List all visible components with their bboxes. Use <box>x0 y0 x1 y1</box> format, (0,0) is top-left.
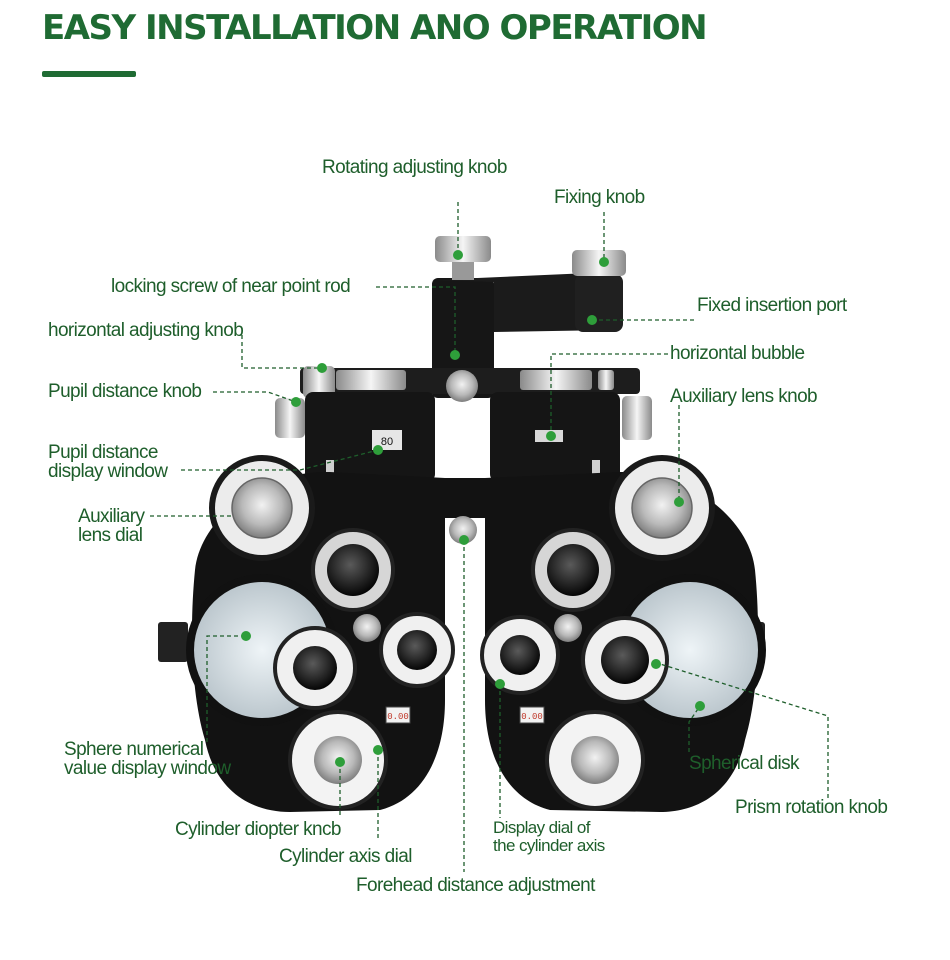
leader-horizontal-knob <box>241 335 322 369</box>
leader-spherical-disk <box>688 705 701 752</box>
label-fixed-insertion-port: Fixed insertion port <box>697 295 847 316</box>
pupil-distance-knob[interactable] <box>275 398 305 438</box>
left-sphere-display-value: 0.00 <box>387 712 409 722</box>
label-horizontal-bubble: horizontal bubble <box>670 343 805 364</box>
center-knob[interactable] <box>446 370 478 402</box>
dot-fixed-port <box>587 315 597 325</box>
dot-cyl-axis-dial <box>373 745 383 755</box>
rotating-knob-stem <box>452 258 474 280</box>
dot-horizontal-bubble <box>546 431 556 441</box>
label-cylinder-axis-dial: Cylinder axis dial <box>279 846 412 867</box>
leader-locking-screw <box>376 286 456 355</box>
label-forehead-distance: Forehead distance adjustment <box>356 875 595 896</box>
right-sphere-display-window <box>519 706 545 724</box>
label-cylinder-axis-display: Display dial of the cylinder axis <box>493 818 605 855</box>
dot-sphere-window <box>241 631 251 641</box>
label-rotating-adjusting-knob: Rotating adjusting knob <box>322 157 507 178</box>
dot-prism-knob <box>651 659 661 669</box>
label-auxiliary-lens-dial: Auxiliary lens dial <box>78 506 145 546</box>
dot-locking-screw <box>450 350 460 360</box>
left-auxiliary-knob[interactable] <box>231 477 293 539</box>
left-small-knob[interactable] <box>353 614 381 642</box>
pupil-distance-window <box>372 430 402 450</box>
marker-dots <box>241 250 705 767</box>
label-cylinder-diopter-knob: Cylinder diopter kncb <box>175 819 341 840</box>
left-prism-lens <box>397 630 437 670</box>
label-prism-rotation-knob: Prism rotation knob <box>735 797 888 818</box>
left-eyepiece-lens <box>327 544 379 596</box>
auxiliary-lens-knob-shaft[interactable] <box>622 396 652 440</box>
right-cap <box>598 370 614 390</box>
right-slide <box>520 370 592 390</box>
left-wing <box>158 622 188 662</box>
leader-sphere-window <box>206 635 246 742</box>
label-sphere-display-window: Sphere numerical value display window <box>64 739 231 779</box>
leader-lines <box>150 202 829 872</box>
phoropter-device: 80 <box>158 236 766 812</box>
leader-prism-knob <box>659 663 829 798</box>
near-point-arm <box>432 272 622 332</box>
left-cylinder-lens <box>293 646 337 690</box>
right-prism-lens <box>601 636 649 684</box>
rotating-adjusting-knob[interactable] <box>435 236 491 262</box>
label-auxiliary-lens-knob: Auxiliary lens knob <box>670 386 818 407</box>
fixing-knob[interactable] <box>572 250 626 276</box>
right-auxiliary-knob[interactable] <box>631 477 693 539</box>
dot-cyl-axis-display <box>495 679 505 689</box>
dot-aux-lens-knob <box>674 497 684 507</box>
right-sphere-display-value: 0.00 <box>521 712 543 722</box>
right-eyepiece-lens <box>547 544 599 596</box>
bridge <box>440 478 490 518</box>
dot-fixing-knob <box>599 257 609 267</box>
right-cylinder-lens <box>500 635 540 675</box>
right-small-knob[interactable] <box>554 614 582 642</box>
dot-rotating-knob <box>453 250 463 260</box>
leader-pd-window <box>181 449 379 471</box>
label-pupil-distance-window: Pupil distance display window <box>48 442 168 482</box>
dot-pupil-knob <box>291 397 301 407</box>
page-title: EASY INSTALLATION ANO OPERATION <box>42 8 708 48</box>
dot-horizontal-knob <box>317 363 327 373</box>
dot-pd-window <box>373 445 383 455</box>
forehead-knob[interactable] <box>449 516 477 544</box>
right-cylinder-diopter-knob[interactable] <box>571 736 619 784</box>
horizontal-adjusting-knob[interactable] <box>303 366 335 398</box>
label-horizontal-adjusting-knob: horizontal adjusting knob <box>48 320 244 341</box>
left-upper-housing <box>305 392 435 482</box>
dot-forehead <box>459 535 469 545</box>
pupil-distance-value: 80 <box>381 436 393 448</box>
label-pupil-distance-knob: Pupil distance knob <box>48 381 202 402</box>
label-locking-screw: locking screw of near point rod <box>111 276 351 297</box>
left-slide <box>336 370 406 390</box>
leader-horizontal-bubble <box>550 353 668 436</box>
title-underline <box>42 71 136 77</box>
left-sphere-display-window <box>385 706 411 724</box>
label-spherical-disk: Spherical disk <box>689 753 799 774</box>
label-fixing-knob: Fixing knob <box>554 187 645 208</box>
dot-spherical-disk <box>695 701 705 711</box>
dot-cyl-knob <box>335 757 345 767</box>
insertion-port-block <box>575 274 623 332</box>
